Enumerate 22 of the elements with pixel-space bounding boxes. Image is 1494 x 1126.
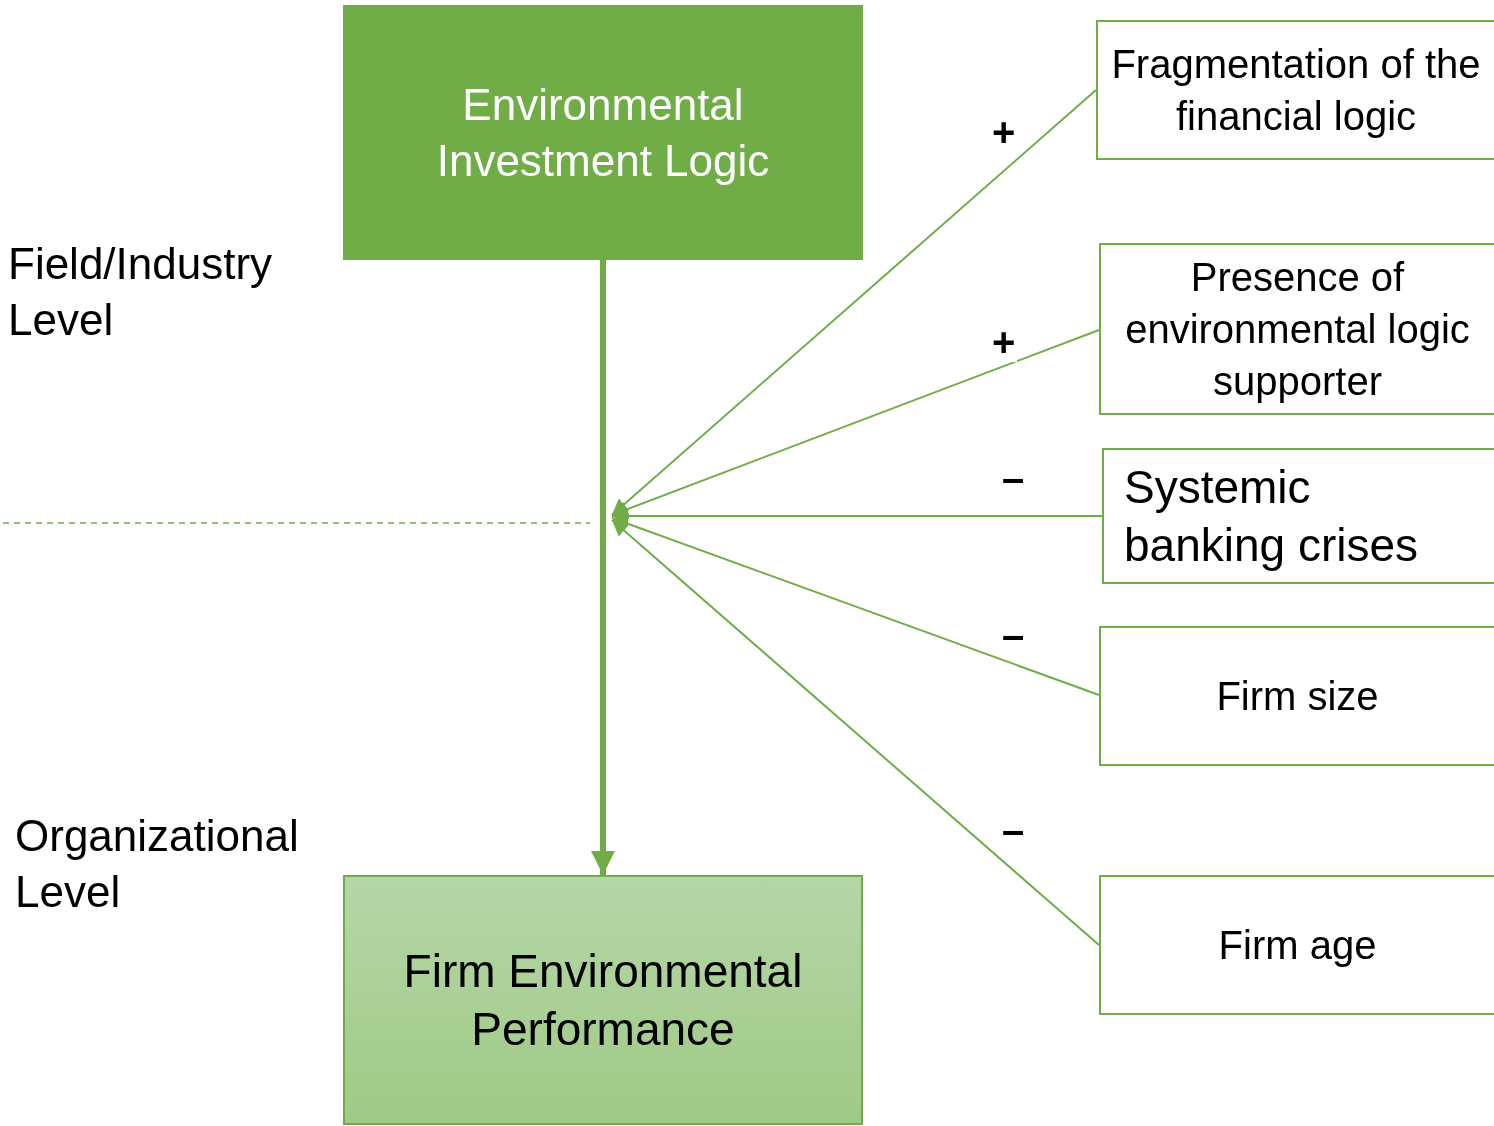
arrow bbox=[611, 329, 1100, 517]
process-box bbox=[1099, 875, 1494, 1015]
level-label: Field/Industry Level bbox=[8, 238, 274, 346]
process-box bbox=[1102, 448, 1494, 584]
process-box bbox=[1099, 243, 1494, 415]
process-box bbox=[1096, 20, 1494, 160]
process-box bbox=[343, 5, 863, 260]
node-label: Systemic banking crises bbox=[1124, 460, 1420, 573]
node-label: Environmental Investment Logic bbox=[435, 78, 771, 187]
arrow bbox=[591, 260, 615, 875]
process-box bbox=[1099, 626, 1494, 766]
arrow bbox=[611, 89, 1097, 516]
arrow bbox=[611, 519, 1100, 946]
arrow bbox=[611, 508, 1103, 524]
arrow bbox=[611, 515, 1100, 696]
process-box bbox=[343, 875, 863, 1125]
node-label: Fragmentation of the financial logic bbox=[1110, 41, 1482, 140]
level-label: Organizational Level bbox=[15, 810, 300, 918]
node-label: Firm size bbox=[1216, 673, 1379, 720]
node-label: Firm age bbox=[1218, 922, 1377, 969]
node-label: Firm Environmental Performance bbox=[402, 944, 804, 1057]
node-label: Presence of environmental logic supporter bbox=[1124, 254, 1471, 405]
